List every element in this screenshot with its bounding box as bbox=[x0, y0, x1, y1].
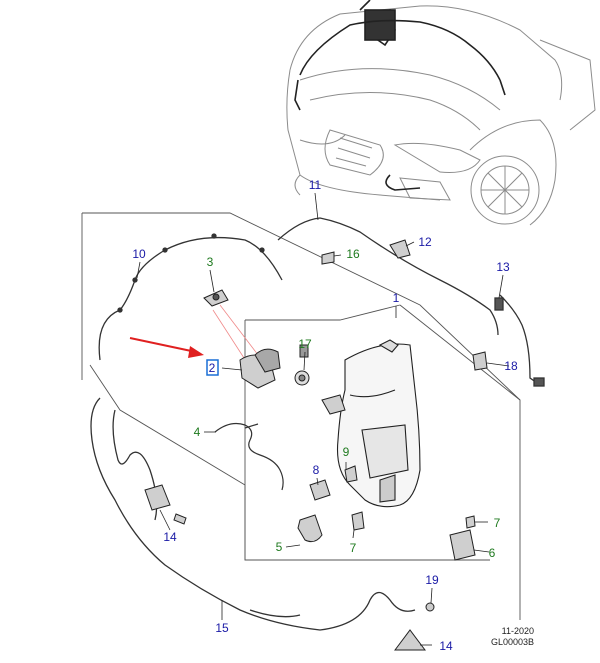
diagram-code: GL00003B bbox=[490, 637, 534, 647]
callout-c12: 12 bbox=[418, 235, 432, 249]
callout-c4: 4 bbox=[194, 425, 201, 439]
callout-c16: 16 bbox=[346, 247, 360, 261]
callout-c15: 15 bbox=[215, 621, 229, 635]
callout-c11: 11 bbox=[309, 178, 322, 192]
callout-c10: 10 bbox=[132, 247, 146, 261]
revision-date: 11-2020 bbox=[501, 626, 534, 636]
hose-4 bbox=[214, 422, 284, 491]
callout-c6: 6 bbox=[489, 546, 496, 560]
callout-c3: 3 bbox=[207, 255, 214, 269]
callout-c7b: 7 bbox=[350, 541, 357, 555]
vehicle-harness bbox=[294, 0, 506, 191]
callout-c13: 13 bbox=[496, 260, 510, 274]
callout-c14b: 14 bbox=[439, 639, 453, 653]
callout-c17: 17 bbox=[298, 337, 312, 351]
callout-c7a: 7 bbox=[494, 516, 501, 530]
leader-lines bbox=[136, 192, 510, 646]
harness-lower bbox=[90, 397, 416, 631]
callout-c18: 18 bbox=[504, 359, 518, 373]
vehicle-illustration bbox=[286, 5, 596, 226]
callout-2-highlight bbox=[206, 359, 219, 376]
callout-c14a: 14 bbox=[163, 530, 177, 544]
callout-c2: 2 bbox=[209, 361, 216, 375]
assembly-frame bbox=[81, 212, 521, 620]
red-pointer-arrow bbox=[129, 337, 204, 358]
revision-stamp: 11-2020 GL00003B bbox=[491, 626, 534, 648]
callout-c8: 8 bbox=[313, 463, 320, 477]
component-shapes bbox=[144, 239, 488, 651]
callout-c9: 9 bbox=[343, 445, 350, 459]
callout-c5: 5 bbox=[276, 540, 283, 554]
callout-c1: 1 bbox=[393, 291, 400, 305]
washer-reservoir bbox=[336, 339, 421, 508]
callout-c19: 19 bbox=[425, 573, 439, 587]
